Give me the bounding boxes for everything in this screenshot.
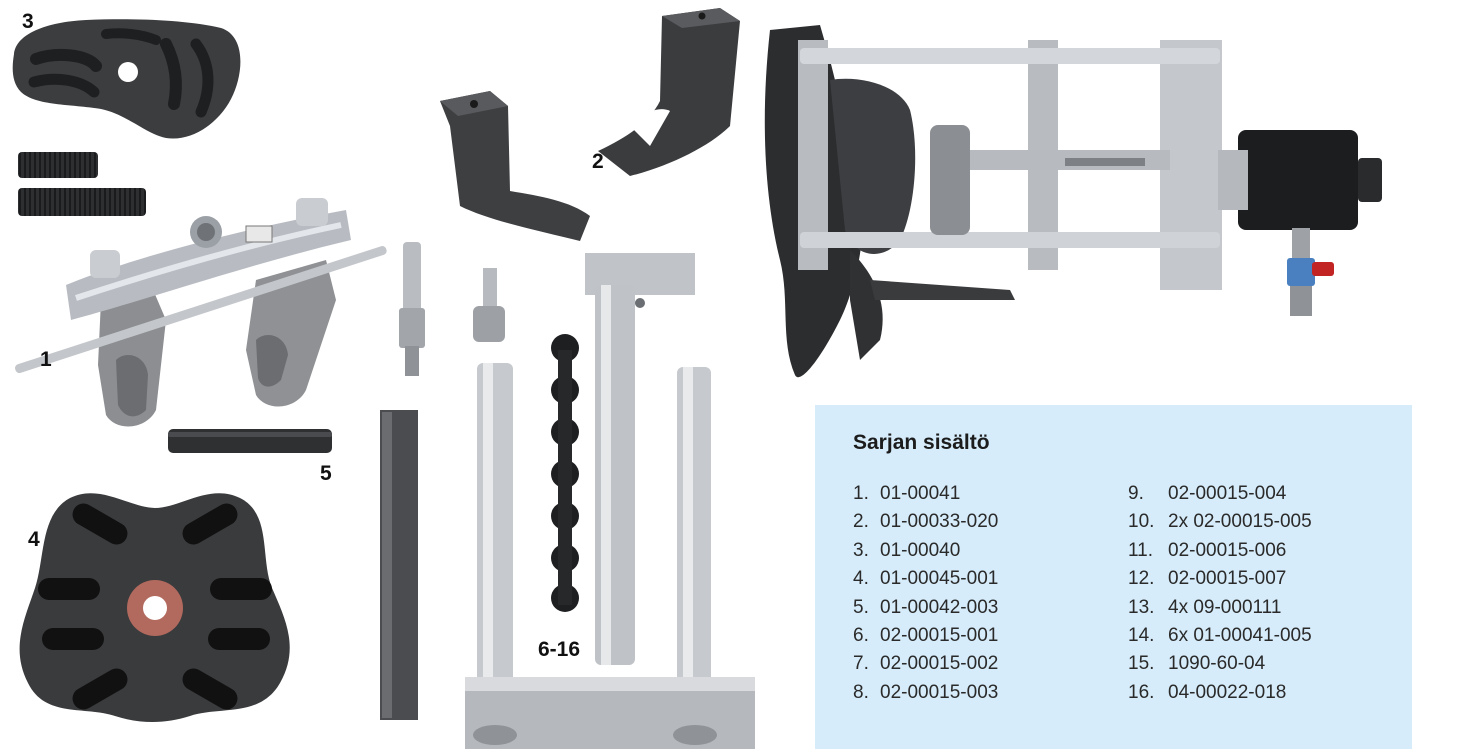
list-item: 5.01-00042-003 (853, 596, 999, 618)
list-item: 2.01-00033-020 (853, 511, 999, 533)
list-item: 8.02-00015-003 (853, 681, 999, 703)
list-item: 16.04-00022-018 (1128, 681, 1287, 703)
bolt-chain-photo (551, 334, 579, 612)
list-item: 3.01-00040 (853, 539, 961, 561)
list-item: 6.02-00015-001 (853, 624, 999, 646)
flat-bar-photo (380, 410, 418, 720)
label-part-4: 4 (28, 528, 40, 551)
part-1-puller-photo (15, 198, 387, 427)
label-part-1: 1 (40, 348, 52, 371)
label-part-3: 3 (22, 10, 34, 33)
contents-column-1: 1.01-00041 2.01-00033-020 3.01-00040 4.0… (853, 480, 998, 707)
contents-column-2: 9.02-00015-004 10.2x 02-00015-005 11.02-… (1128, 480, 1312, 707)
assembly-photo (764, 25, 1382, 378)
list-item: 15.1090-60-04 (1128, 653, 1266, 675)
part-4-plate-photo (19, 493, 290, 722)
contents-title: Sarjan sisältö (853, 431, 990, 454)
list-item: 10.2x 02-00015-005 (1128, 511, 1312, 533)
part-2-jaws-photo (440, 8, 740, 241)
label-parts-6-16: 6-16 (538, 638, 581, 661)
label-part-5: 5 (320, 462, 332, 485)
list-item: 14.6x 01-00041-005 (1128, 624, 1312, 646)
part-3-plate-photo (12, 19, 241, 139)
list-item: 9.02-00015-004 (1128, 483, 1287, 504)
label-part-2: 2 (592, 150, 604, 173)
list-item: 11.02-00015-006 (1128, 539, 1287, 561)
list-item: 4.01-00045-001 (853, 568, 999, 590)
pins-photo (399, 242, 505, 376)
list-item: 13.4x 09-000111 (1128, 596, 1282, 618)
list-item: 7.02-00015-002 (853, 653, 999, 675)
part-5-rod-photo (168, 429, 332, 453)
threaded-rods-photo (18, 152, 146, 216)
list-item: 1.01-00041 (853, 483, 961, 504)
contents-panel: Sarjan sisältö 1.01-00041 2.01-00033-020… (815, 405, 1412, 749)
list-item: 12.02-00015-007 (1128, 568, 1287, 590)
u-frame-photo (465, 253, 755, 749)
